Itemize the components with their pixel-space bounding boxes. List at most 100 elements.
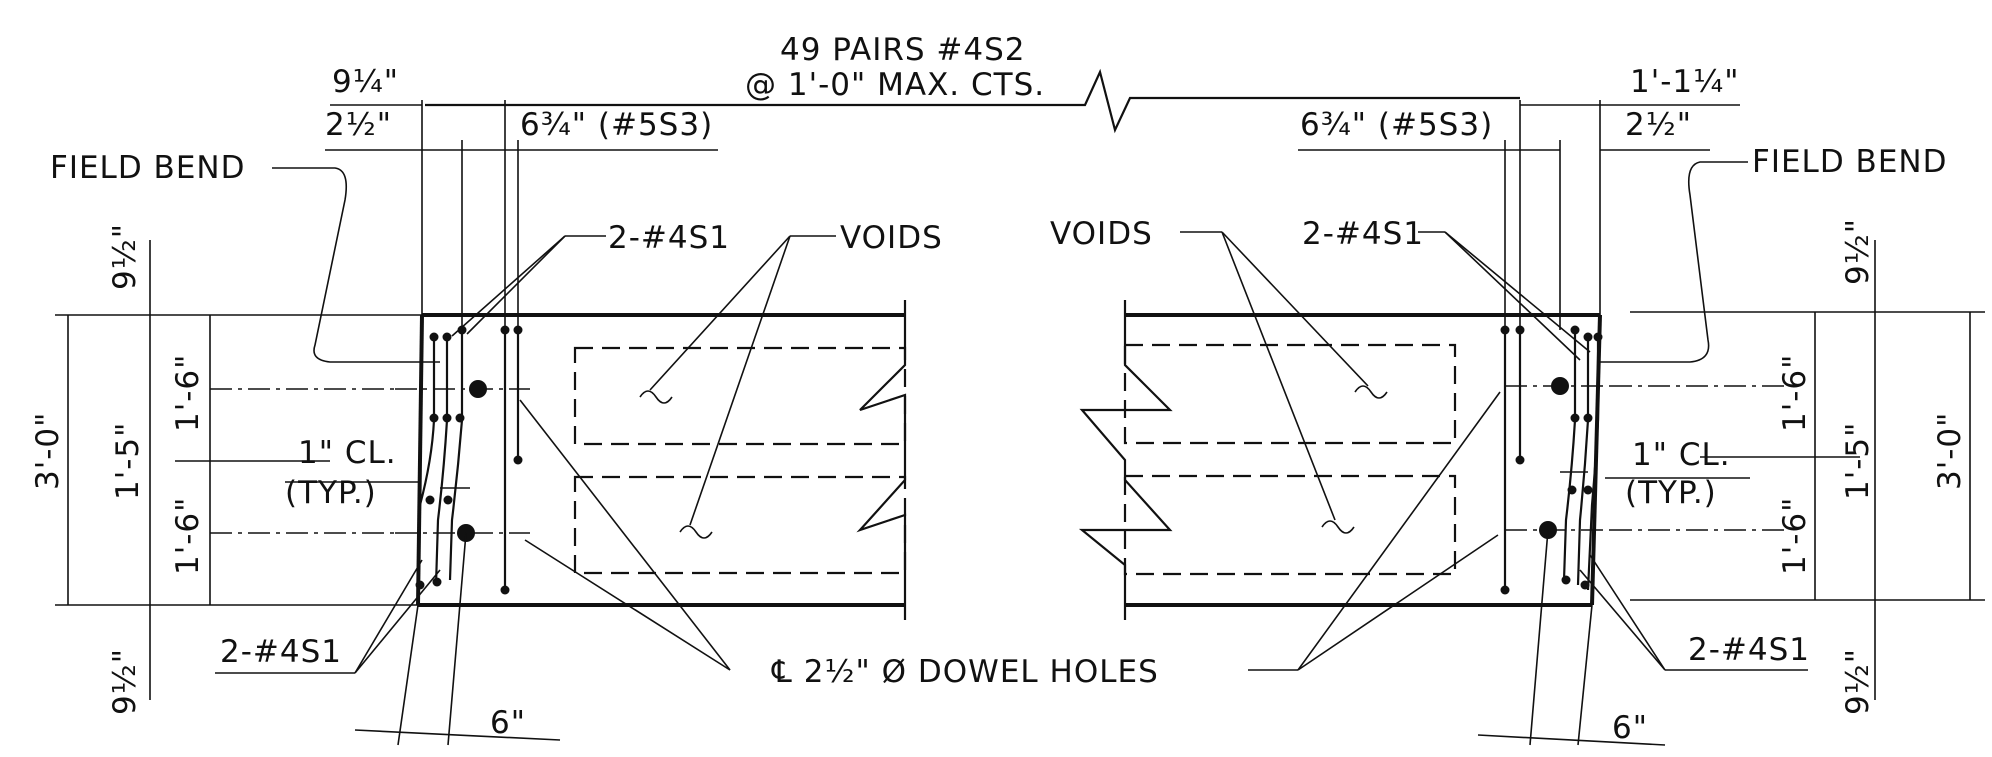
left-bars-top-label: 2-#4S1: [608, 220, 730, 256]
right-dim-bot-ext: 9½": [1840, 648, 1876, 715]
bar-dot: [425, 495, 435, 505]
bar-dot: [1500, 585, 1510, 595]
leader: [1221, 231, 1336, 521]
dim-line: [1477, 734, 1666, 746]
left-void-lower: [573, 475, 907, 575]
leader: [1221, 231, 1369, 387]
leader: [524, 539, 731, 671]
bar-dot: [415, 580, 425, 590]
bar-dot: [513, 455, 523, 465]
left-clear-cover-1: 1" CL.: [298, 435, 397, 471]
top-note-line2: @ 1'-0" MAX. CTS.: [745, 67, 1045, 103]
right-break-zigzag: [1078, 300, 1173, 620]
top-spacing-note: 49 PAIRS #4S2 @ 1'-0" MAX. CTS.: [425, 32, 1520, 134]
right-clear-cover-2: (TYP.): [1625, 475, 1717, 511]
leader: [1444, 231, 1581, 361]
left-bars-bottom-label: 2-#4S1: [220, 634, 342, 670]
right-void-lower: [1123, 474, 1457, 576]
left-stirrup-outer: [416, 337, 436, 591]
bar-dot: [1561, 575, 1571, 585]
leader: [1297, 391, 1501, 671]
bar-dot: [1580, 580, 1590, 590]
bar-dot: [500, 585, 510, 595]
right-voids-label: VOIDS: [1050, 216, 1153, 252]
bar-dot: [1583, 413, 1593, 423]
bar-dot: [442, 332, 452, 342]
left-dim-top-inner: 2½": [325, 107, 392, 143]
left-dim-top-bar: 6¾" (#5S3): [520, 107, 713, 143]
right-clear-cover-1: 1" CL.: [1632, 437, 1731, 473]
leader: [519, 399, 731, 671]
dim-line: [1529, 529, 1549, 746]
dim-line: [447, 532, 467, 746]
leader: [1579, 569, 1666, 671]
leader: [1354, 385, 1388, 399]
top-note-line1: 49 PAIRS #4S2: [780, 32, 1026, 68]
right-dim-lower: 1'-6": [1777, 497, 1813, 575]
left-dim-lower: 1'-6": [170, 497, 206, 575]
left-voids-label: VOIDS: [840, 220, 943, 256]
break-line: [425, 68, 1520, 134]
stirrup-bar: [1576, 337, 1590, 586]
leader: [466, 235, 566, 335]
bar-dot: [1570, 325, 1580, 335]
bar-dot: [1593, 332, 1603, 342]
left-dim-top-outer: 9¼": [332, 64, 399, 100]
dim-line: [1577, 604, 1593, 746]
right-dim-bottom: 6": [1612, 710, 1648, 746]
right-bars-bottom-label: 2-#4S1: [1688, 632, 1810, 668]
left-field-bend-leader: [272, 167, 440, 363]
bar-dot: [443, 495, 453, 505]
right-dim-height: 3'-0": [1932, 412, 1968, 490]
right-dim-top-ext: 9½": [1840, 218, 1876, 285]
leader: [679, 525, 713, 539]
stirrup-bar: [1562, 330, 1577, 581]
dowel-holes-label: ℄ 2½" Ø DOWEL HOLES: [771, 654, 1159, 690]
right-bars-top-label: 2-#4S1: [1302, 216, 1424, 252]
leader: [649, 235, 791, 391]
leader: [451, 235, 566, 337]
left-field-bend-label: FIELD BEND: [50, 150, 245, 186]
left-dim-bot-ext: 9½": [107, 648, 143, 715]
left-dim-height: 3'-0": [30, 412, 66, 490]
bar-dot: [432, 577, 442, 587]
bar-dot: [429, 413, 439, 423]
left-stirrup-mid: [434, 337, 449, 586]
right-void-upper: [1123, 343, 1457, 445]
bar-dot: [429, 332, 439, 342]
bar-dot: [1583, 485, 1593, 495]
left-clear-cover-2: (TYP.): [285, 475, 377, 511]
left-dowel-hole-upper: [469, 380, 487, 398]
leader: [639, 390, 673, 404]
bar-dot: [1515, 455, 1525, 465]
leader: [1297, 534, 1499, 671]
leader: [689, 235, 791, 526]
bar-dot: [442, 413, 452, 423]
right-dim-mid: 1'-5": [1840, 422, 1876, 500]
right-field-bend-leader: [1598, 161, 1748, 363]
right-dim-top-inner: 2½": [1625, 107, 1692, 143]
right-section: 1'-1¼" 6¾" (#5S3) 2½" FIELD BEND 2-#4S1 …: [1050, 64, 1985, 746]
dim-line: [397, 604, 419, 746]
bar-dot: [1567, 485, 1577, 495]
leader: [1444, 231, 1591, 353]
left-void-upper: [573, 346, 907, 446]
right-dim-top-outer: 1'-1¼": [1630, 64, 1739, 100]
left-dim-bottom: 6": [490, 705, 526, 741]
left-dim-top-ext: 9½": [107, 223, 143, 290]
leader: [354, 559, 423, 674]
right-dim-upper: 1'-6": [1777, 354, 1813, 432]
right-dowel-hole-upper: [1551, 377, 1569, 395]
left-section: 9¼" 2½" 6¾" (#5S3) FIELD BEND 2-#4S1 VOI…: [30, 64, 943, 746]
bar-dot: [455, 413, 465, 423]
bar-dot: [1583, 332, 1593, 342]
stirrup-bar: [1586, 337, 1600, 591]
left-dim-mid: 1'-5": [110, 422, 146, 500]
right-dim-top-bar: 6¾" (#5S3): [1300, 107, 1493, 143]
leader: [1321, 520, 1355, 534]
leader: [354, 569, 441, 674]
left-dim-upper: 1'-6": [170, 354, 206, 432]
dim-line: [354, 729, 561, 741]
right-field-bend-label: FIELD BEND: [1752, 144, 1947, 180]
